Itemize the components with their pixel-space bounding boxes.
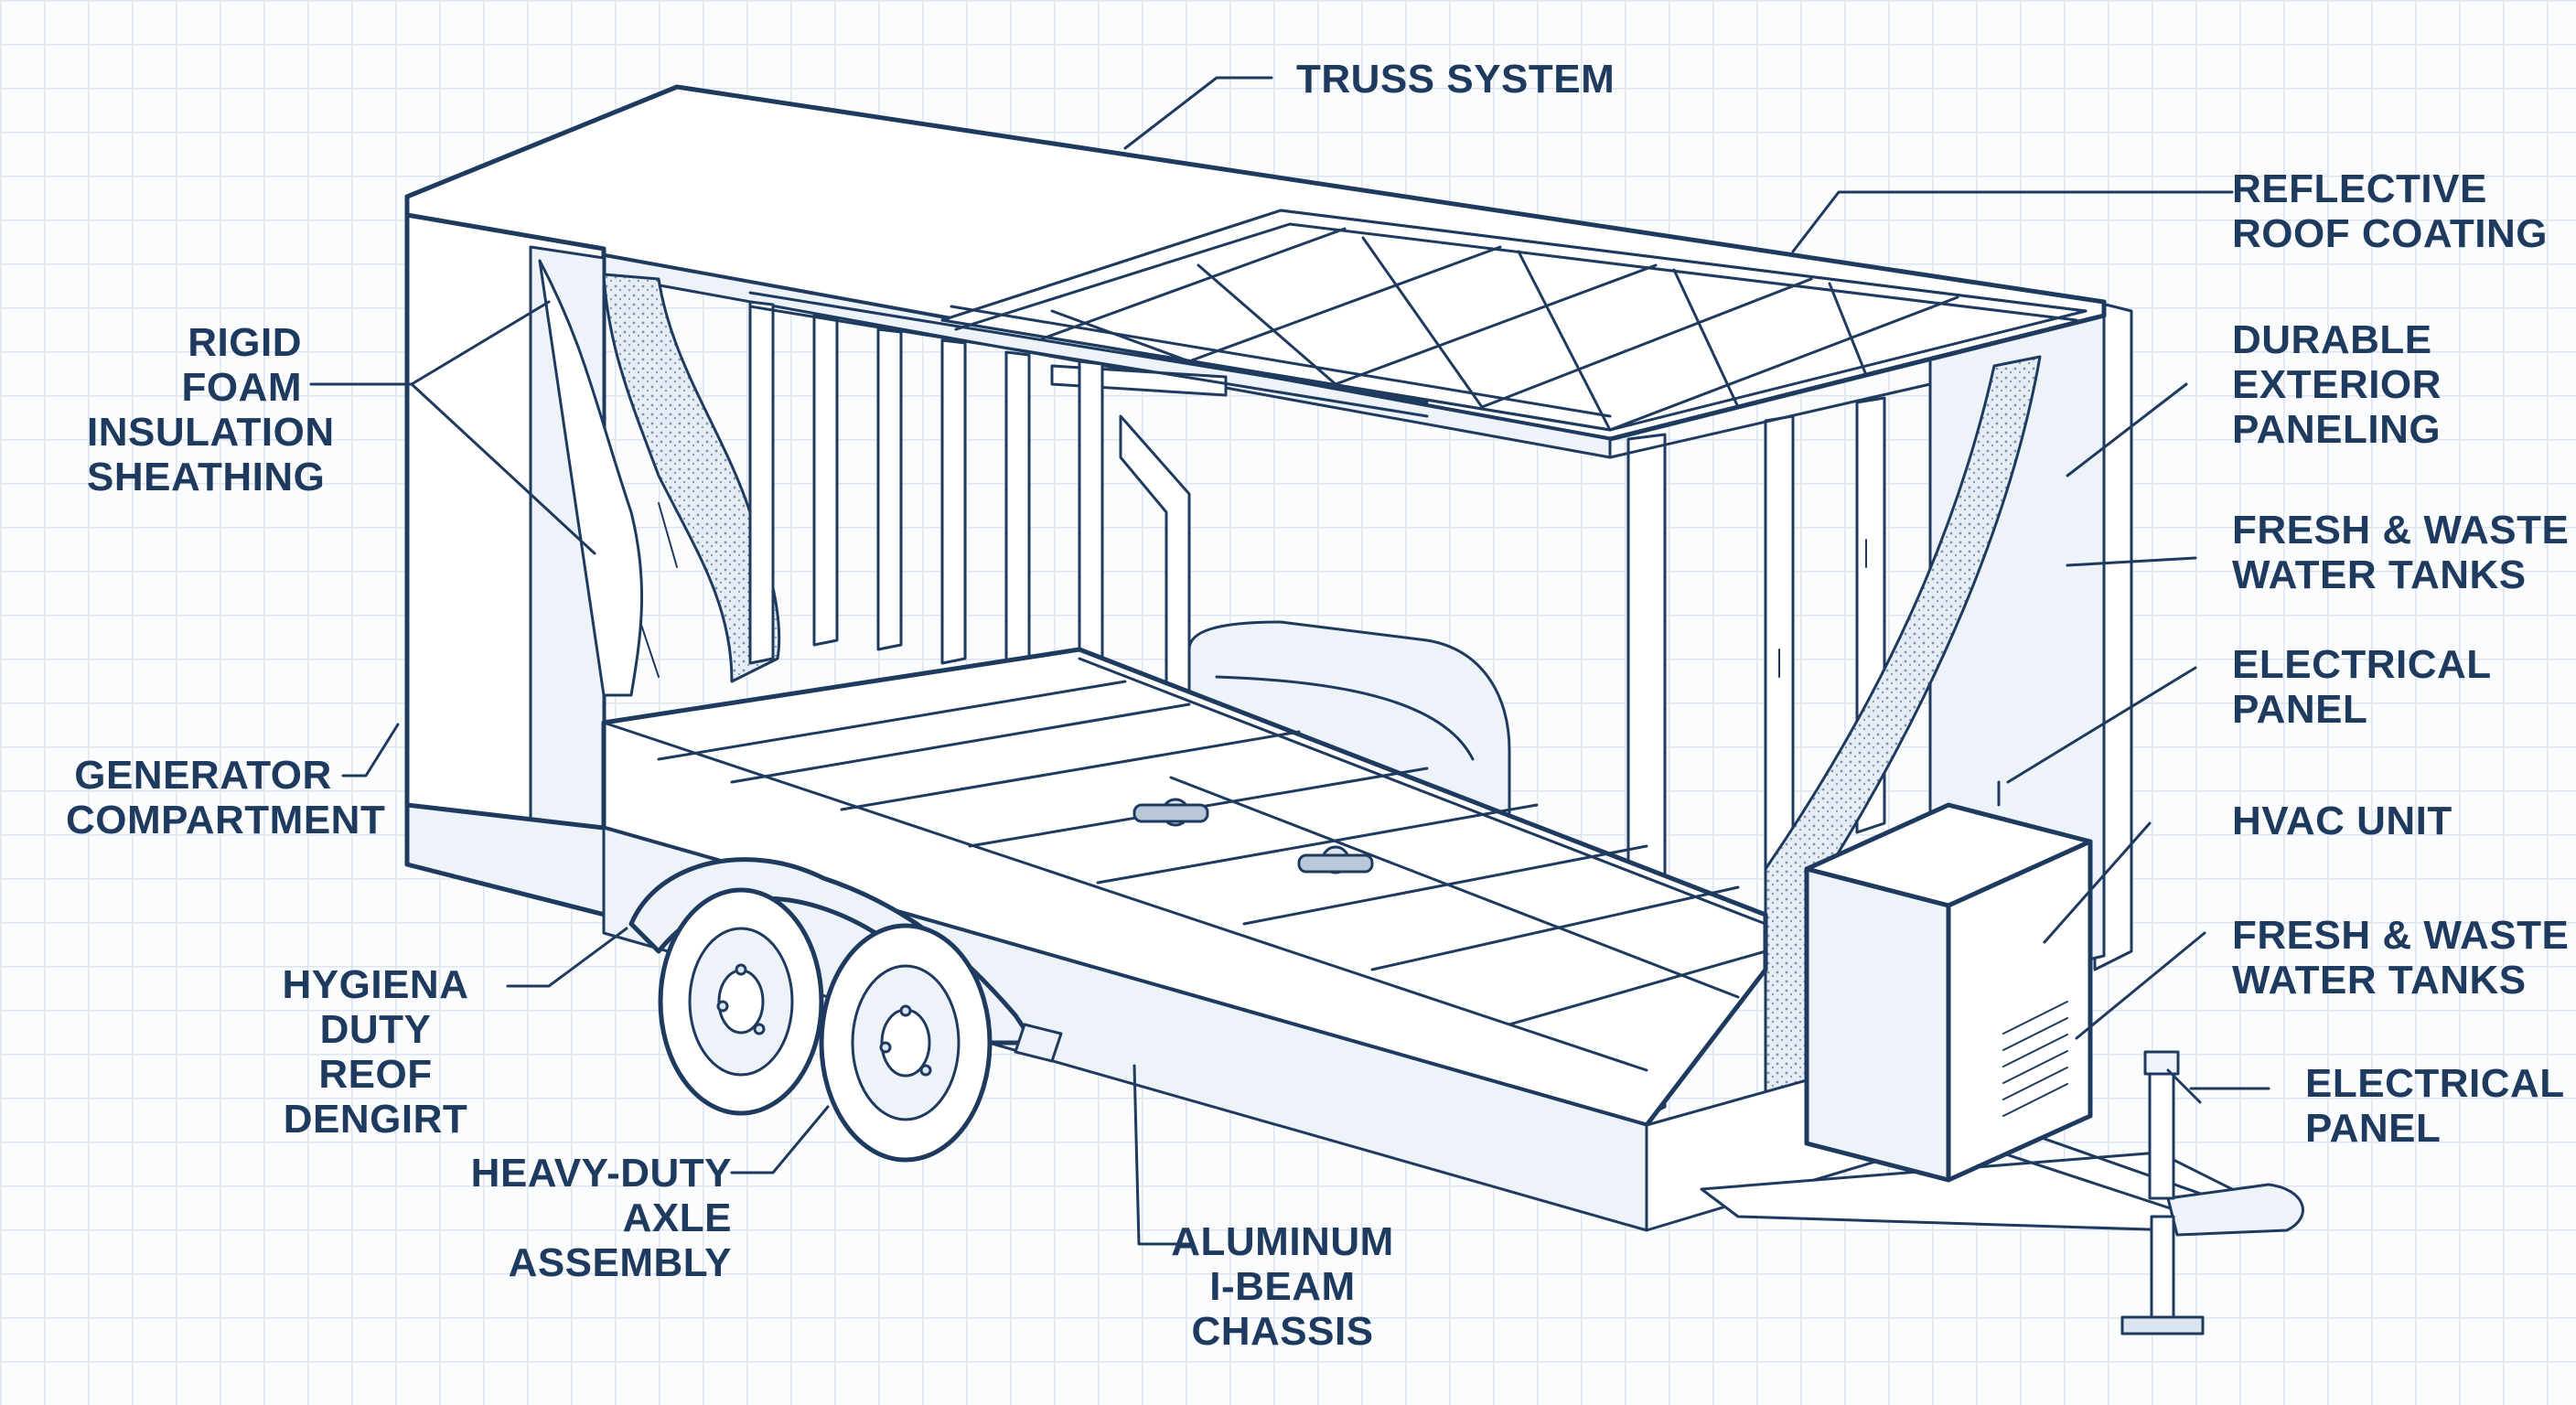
label-electrical-panel-lower: ELECTRICAL PANEL xyxy=(2305,1061,2565,1151)
label-fresh-waste-tanks-upper: FRESH & WASTE WATER TANKS xyxy=(2232,508,2570,597)
label-electrical-panel-upper: ELECTRICAL PANEL xyxy=(2232,642,2492,732)
label-aluminum-i-beam-chassis: ALUMINUM I-BEAM CHASSIS xyxy=(1171,1219,1394,1354)
axle-assembly xyxy=(628,857,1063,1163)
label-fresh-waste-tanks-lower: FRESH & WASTE WATER TANKS xyxy=(2232,913,2570,1003)
hvac-unit-drawing xyxy=(1804,780,2093,1183)
label-generator-compartment: GENERATOR COMPARTMENT xyxy=(66,753,386,842)
exterior-panel-left xyxy=(404,212,781,858)
label-truss-system: TRUSS SYSTEM xyxy=(1296,57,1615,102)
label-heavy-duty-axle-assembly: HEAVY-DUTY AXLE ASSEMBLY xyxy=(470,1151,732,1285)
label-hvac-unit: HVAC UNIT xyxy=(2232,799,2453,843)
label-reflective-roof-coating: REFLECTIVE ROOF COATING xyxy=(2232,166,2548,256)
label-hygiena-duty: HYGIENA DUTY REOF DENGIRT xyxy=(282,962,469,1142)
label-durable-exterior-paneling: DURABLE EXTERIOR PANELING xyxy=(2232,317,2442,452)
leader-lines xyxy=(309,76,2270,1246)
truss-system xyxy=(940,209,2088,432)
tongue-frame xyxy=(1700,1050,2304,1335)
label-rigid-foam-insulation: RIGID FOAM INSULATION SHEATHING xyxy=(87,320,335,499)
